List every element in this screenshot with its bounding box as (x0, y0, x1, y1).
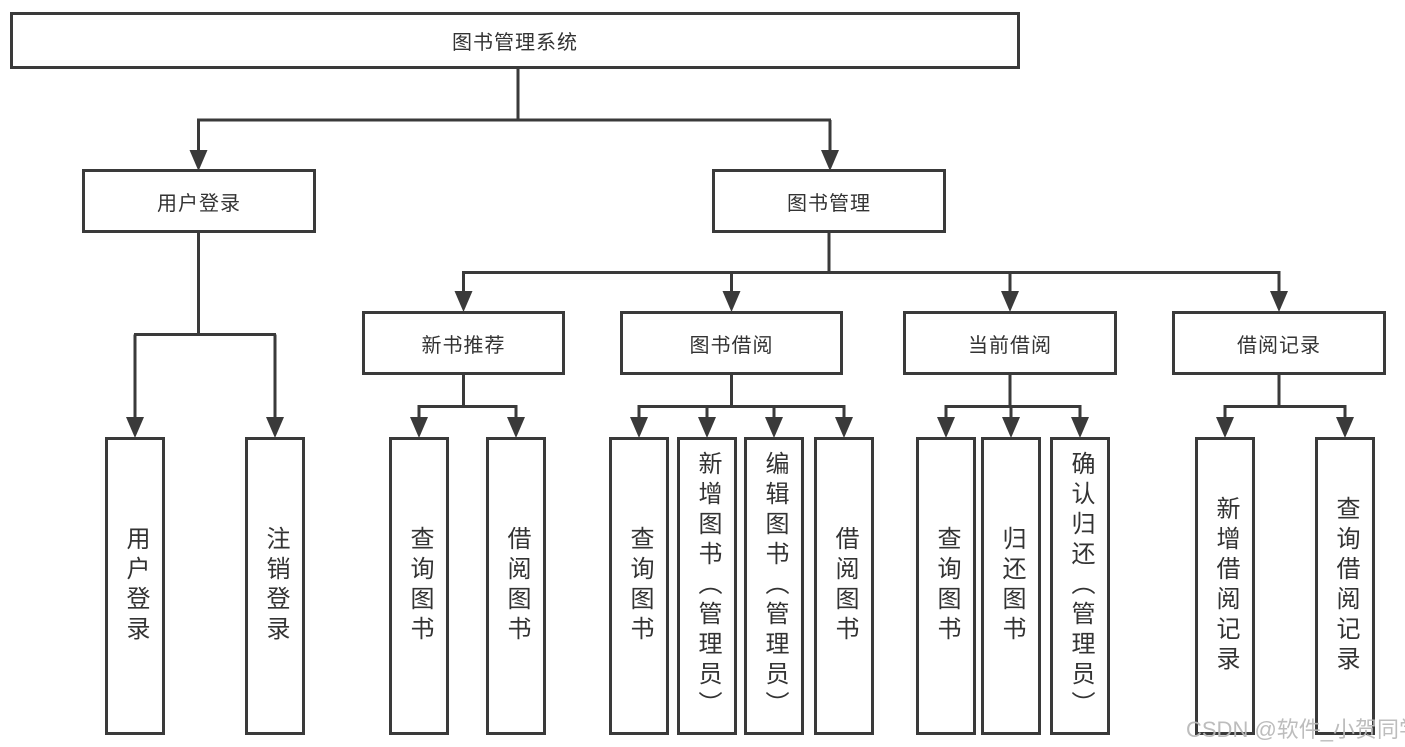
leaf-borrow-borrow-book: 借阅图书 (814, 437, 874, 735)
leaf-records-query-record: 查询借阅记录 (1315, 437, 1375, 735)
arrowhead (835, 417, 853, 438)
arrowhead (126, 417, 144, 438)
leaf-rec-borrow-book: 借阅图书 (486, 437, 546, 735)
leaf-borrow-edit-book-admin: 编辑图书（管理员） (744, 437, 804, 735)
arrowhead (507, 417, 525, 438)
arrowhead (266, 417, 284, 438)
leaf-user-login: 用户登录 (105, 437, 165, 735)
node-root-library-system: 图书管理系统 (10, 12, 1020, 69)
leaf-records-add-record: 新增借阅记录 (1195, 437, 1255, 735)
leaf-current-return-book: 归还图书 (981, 437, 1041, 735)
arrowhead (1216, 417, 1234, 438)
node-current-borrowing: 当前借阅 (903, 311, 1117, 375)
arrowhead (454, 291, 473, 312)
arrowhead (821, 150, 839, 171)
arrowhead (1336, 417, 1354, 438)
csdn-watermark: CSDN @软件_小贺同学 (1186, 717, 1405, 742)
arrowhead (1002, 417, 1020, 438)
arrowhead (1071, 417, 1089, 438)
leaf-current-query-book: 查询图书 (916, 437, 976, 735)
arrowhead (1001, 291, 1019, 312)
arrowhead (698, 417, 716, 438)
node-borrowing-records: 借阅记录 (1172, 311, 1386, 375)
arrowhead (630, 417, 648, 438)
node-book-borrowing: 图书借阅 (620, 311, 843, 375)
arrowhead (189, 150, 208, 171)
node-user-login-branch: 用户登录 (82, 169, 316, 233)
node-book-management-branch: 图书管理 (712, 169, 946, 233)
leaf-current-confirm-return-admin: 确认归还（管理员） (1050, 437, 1110, 735)
arrowhead (722, 291, 741, 312)
arrowhead (1270, 291, 1288, 312)
leaf-logout: 注销登录 (245, 437, 305, 735)
leaf-rec-query-book: 查询图书 (389, 437, 449, 735)
arrowhead (765, 417, 783, 438)
arrowhead (410, 417, 428, 438)
leaf-borrow-query-book: 查询图书 (609, 437, 669, 735)
arrowhead (937, 417, 955, 438)
node-new-book-recommendation: 新书推荐 (362, 311, 565, 375)
leaf-borrow-add-book-admin: 新增图书（管理员） (677, 437, 737, 735)
